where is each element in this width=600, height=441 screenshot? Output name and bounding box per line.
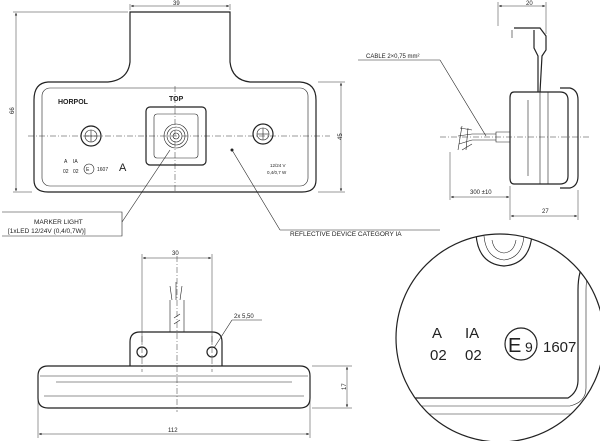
marker-light-callout: MARKER LIGHT [1xLED 12/24V (0,4/0,7W)]	[2, 211, 123, 237]
side-bracket	[514, 27, 547, 93]
top-label: TOP	[169, 96, 184, 103]
zoom-approval: 1607	[543, 339, 576, 356]
dim-27: 27	[542, 209, 549, 215]
small-cat-ia: IA	[73, 159, 78, 165]
side-lens	[560, 87, 579, 189]
small-02a: 02	[63, 169, 69, 175]
detail-circle	[395, 233, 600, 441]
reflective-leader	[231, 149, 281, 231]
voltage-label: 12/24 V	[270, 163, 286, 168]
dim-39: 39	[173, 1, 180, 7]
hole-label: 2x 5,50	[234, 314, 254, 320]
bottom-view: 30 2x 5,50 17 112	[37, 251, 352, 438]
dim-45: 45	[338, 133, 344, 140]
power-label: 0,4/0,7 W	[267, 170, 287, 175]
front-body-outline	[33, 11, 317, 193]
small-a-marker: A	[119, 162, 127, 174]
small-approval: 1607	[97, 167, 108, 173]
detail-view: A IA 02 02 E 9 1607	[395, 233, 600, 441]
zoom-e-circle	[504, 327, 538, 361]
side-view: CABLE 2×0,75 mm² 20 300 ±10 27	[358, 1, 590, 220]
marker-light-title: MARKER LIGHT	[34, 219, 83, 226]
small-02b: 02	[73, 169, 79, 175]
dim-30: 30	[172, 251, 179, 257]
marker-light-spec: [1xLED 12/24V (0,4/0,7W)]	[8, 228, 86, 235]
marker-leader	[121, 149, 171, 223]
bottom-body	[37, 365, 311, 409]
side-housing	[509, 91, 569, 185]
led-window	[145, 106, 207, 166]
zoom-cat-a: A	[432, 325, 442, 342]
dim-112: 112	[168, 428, 178, 434]
right-screw	[252, 123, 274, 145]
small-e-mark-circle	[83, 163, 95, 175]
dim-20: 20	[526, 1, 533, 7]
zoom-cat-ia: IA	[465, 325, 479, 342]
front-view: HORPOL TOP A IA 02 02	[10, 1, 345, 231]
bottom-bracket	[129, 331, 223, 366]
dim-300: 300 ±10	[470, 190, 492, 196]
zoom-02a: 02	[430, 347, 447, 364]
small-cat-a: A	[64, 159, 68, 165]
zoom-e: E	[508, 335, 521, 357]
brand-label: HORPOL	[58, 99, 89, 106]
zoom-9: 9	[525, 339, 533, 355]
dim-66: 66	[10, 107, 16, 114]
reflective-callout: REFLECTIVE DEVICE CATEGORY IA	[280, 229, 440, 238]
zoom-02b: 02	[465, 347, 482, 364]
bottom-cable	[169, 300, 185, 332]
dim-17: 17	[342, 383, 348, 390]
left-screw	[80, 125, 102, 147]
small-e-mark: E	[86, 167, 90, 173]
cable-label: CABLE 2×0,75 mm²	[366, 54, 420, 60]
reflective-label: REFLECTIVE DEVICE CATEGORY IA	[290, 231, 402, 238]
